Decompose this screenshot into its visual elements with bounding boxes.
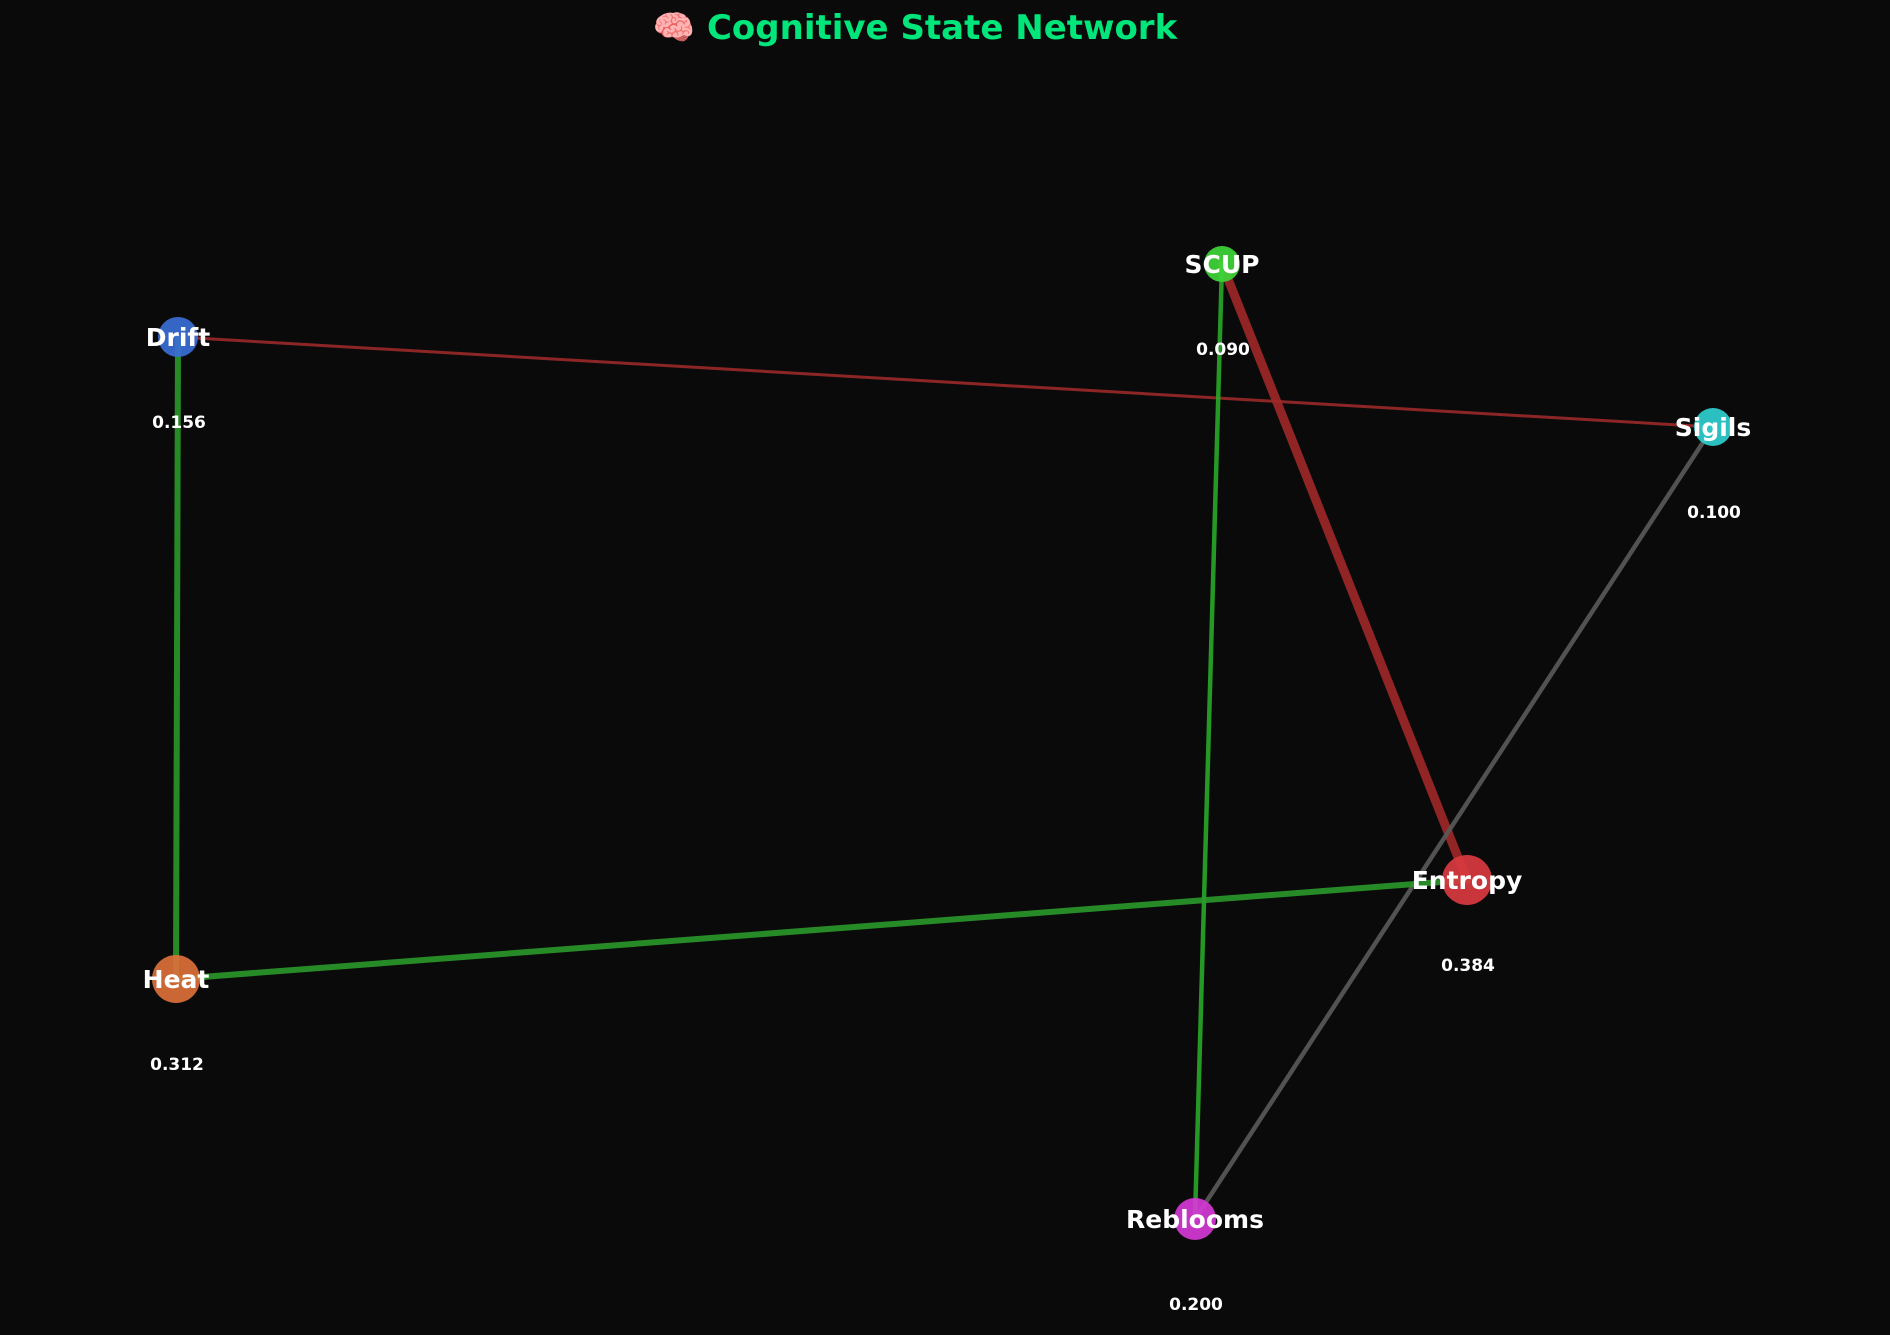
node-scup[interactable] [1204,246,1240,282]
edge-layer [173,259,1716,1222]
edge-scup-entropy [1217,259,1472,885]
edge-sigils-reblooms [1192,424,1716,1222]
edge-drift-sigils [176,335,1715,429]
node-sigils[interactable] [1694,408,1732,446]
node-layer [152,246,1732,1240]
node-label-scup: SCUP [1185,250,1260,279]
node-value-sigils: 0.100 [1687,503,1741,523]
edge-drift-heat [173,334,181,982]
node-label-heat: Heat [143,965,210,994]
node-value-reblooms: 0.200 [1169,1295,1223,1315]
node-value-drift: 0.156 [152,413,206,433]
node-heat[interactable] [152,955,200,1003]
node-value-scup: 0.090 [1196,340,1250,360]
chart-title: 🧠 Cognitive State Network [652,8,1178,48]
node-label-reblooms: Reblooms [1126,1205,1264,1234]
node-value-entropy: 0.384 [1441,956,1495,976]
node-drift[interactable] [158,317,198,357]
node-entropy[interactable] [1442,855,1492,905]
node-label-entropy: Entropy [1412,866,1523,895]
edge-heat-entropy [173,877,1470,982]
node-value-heat: 0.312 [150,1055,204,1075]
node-reblooms[interactable] [1174,1198,1216,1240]
edge-scup-reblooms [1192,261,1225,1222]
node-label-drift: Drift [146,323,211,352]
node-label-sigils: Sigils [1675,413,1752,442]
